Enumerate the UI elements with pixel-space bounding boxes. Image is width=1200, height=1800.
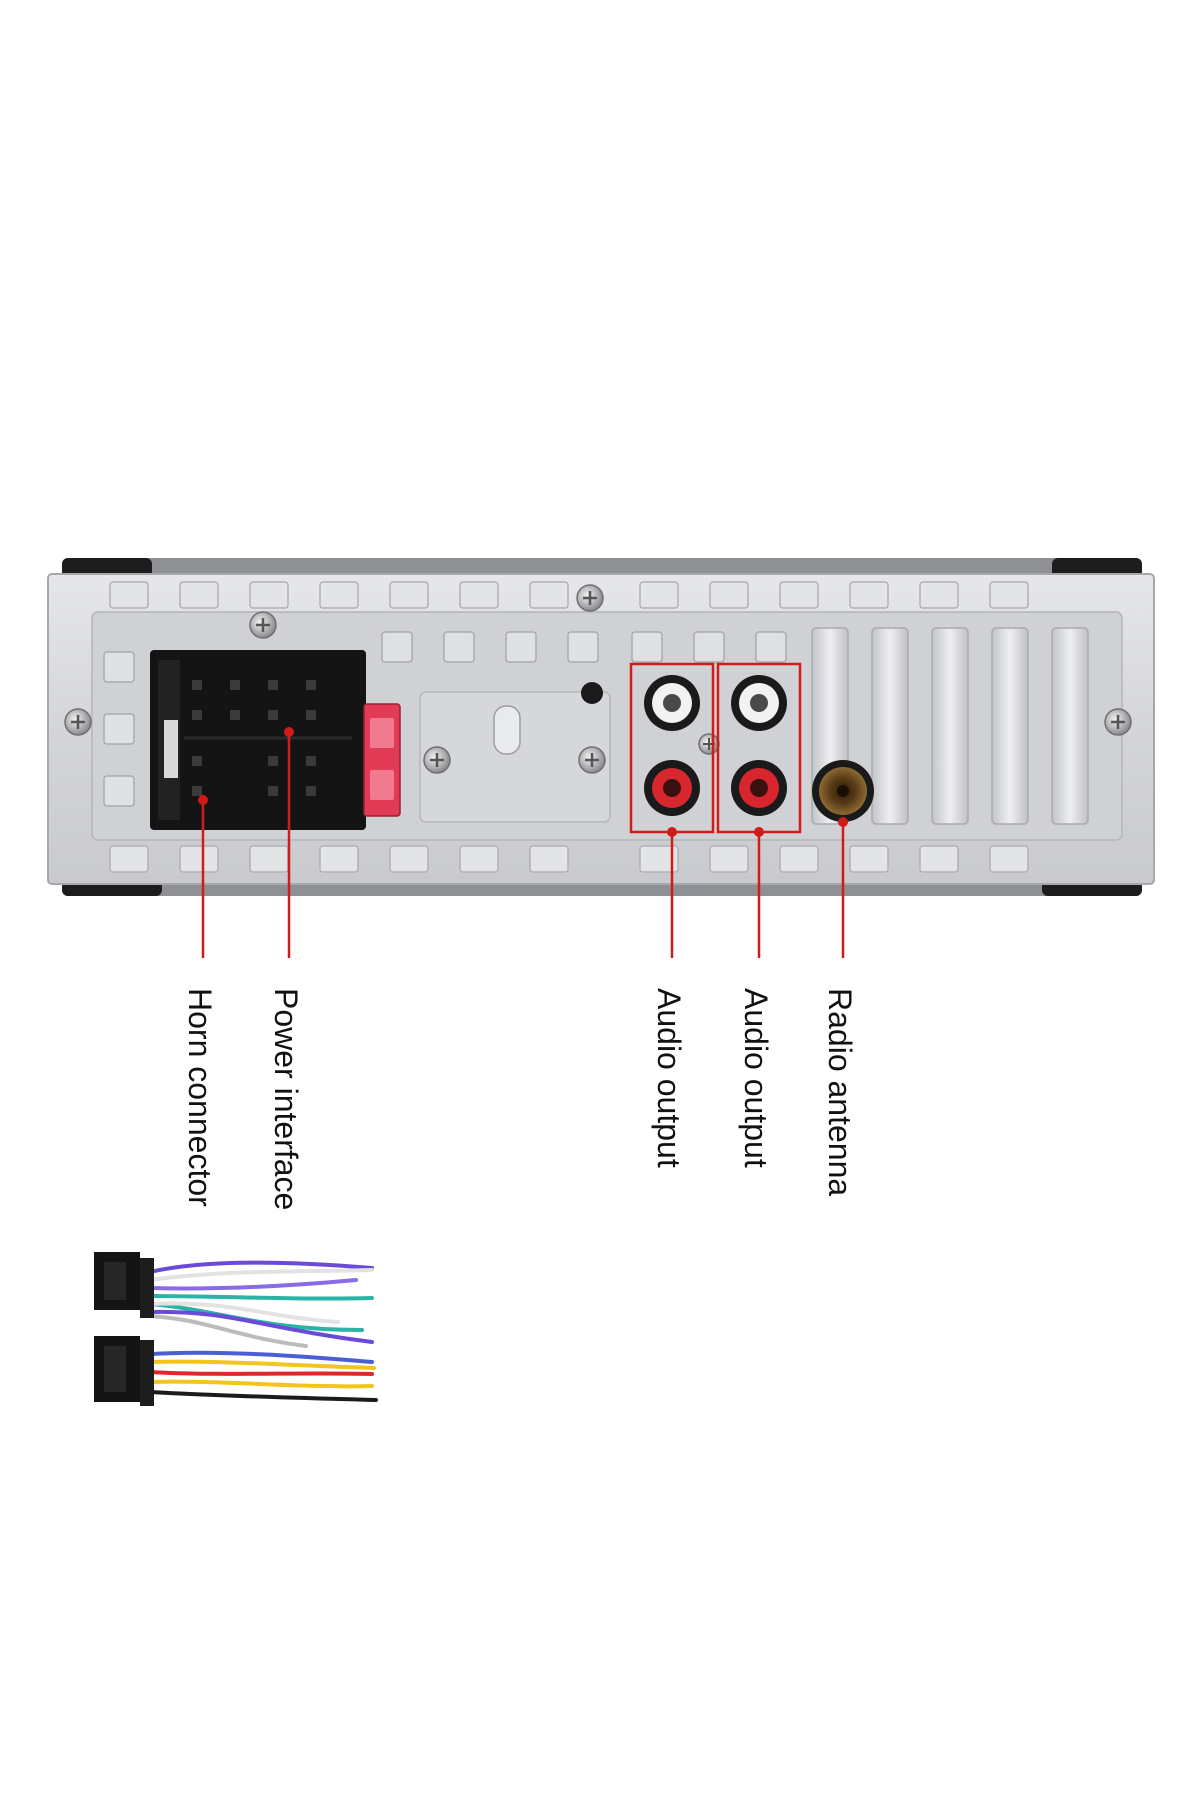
screw-icon: [578, 746, 606, 774]
rca-jack-icon: [644, 675, 700, 731]
radio-antenna-label: Radio antenna: [822, 988, 858, 1197]
callout-dots: [198, 727, 848, 837]
callout-lines: [201, 732, 845, 958]
iso-connector-icon: [150, 650, 366, 830]
mounting-hole: [581, 682, 603, 704]
screw-icon: [1104, 708, 1132, 736]
power-interface-label: Power interface: [268, 988, 304, 1211]
screw-icon: [423, 746, 451, 774]
rca-jack-icon: [731, 760, 787, 816]
left-square-bumps: [103, 651, 135, 807]
antenna-socket-icon: [812, 760, 874, 822]
radio-unit: [47, 558, 1155, 896]
panel-top-ribs: [109, 581, 1029, 609]
middle-square-bumps: [381, 631, 787, 663]
slot-detail: [493, 705, 521, 755]
horn-connector-label: Horn connector: [182, 988, 218, 1207]
rca-group-2: [716, 662, 802, 834]
fuse-icon: [363, 703, 401, 817]
rca-jack-icon: [731, 675, 787, 731]
heat-sink-fins: [811, 627, 1089, 825]
audio-output-2-label: Audio output: [738, 988, 774, 1168]
rca-group-1: [629, 662, 715, 834]
rca-jack-icon: [644, 760, 700, 816]
screw-icon: [576, 584, 604, 612]
screw-icon: [249, 611, 277, 639]
screw-icon: [698, 733, 720, 755]
wire-harness-top: [94, 1252, 374, 1348]
screw-icon: [64, 708, 92, 736]
wire-harness-bottom: [94, 1336, 378, 1406]
audio-output-1-label: Audio output: [651, 988, 687, 1168]
